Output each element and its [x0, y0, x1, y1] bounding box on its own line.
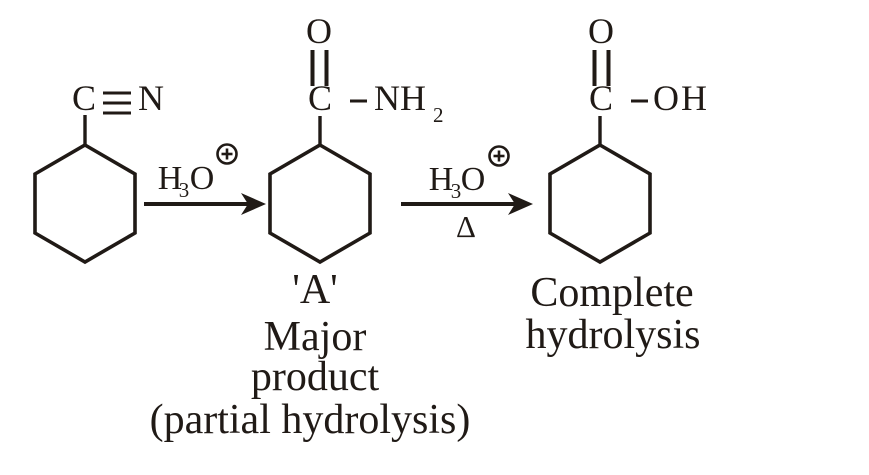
reagent-h: H — [158, 160, 183, 197]
caption-hydrolysis: hydrolysis — [525, 312, 700, 358]
carbonyl-o-label: O — [306, 11, 332, 51]
double-bond — [592, 50, 611, 86]
charge-circle — [488, 145, 510, 167]
caption-partial-hydrolysis: (partial hydrolysis) — [150, 397, 471, 443]
reagent-h: H — [429, 161, 454, 198]
atom-label-c: C — [589, 78, 613, 118]
cyclohexane-ring — [548, 142, 652, 265]
amide-subscript-2: 2 — [433, 103, 444, 127]
reaction-arrow-2: H 3 O Δ — [401, 145, 533, 244]
reagent-o: O — [190, 160, 215, 197]
arrow-head — [508, 193, 533, 215]
reaction-arrow-1: H 3 O — [144, 143, 266, 215]
caption-complete: Complete — [530, 270, 693, 316]
product-a-tag: 'A' — [292, 267, 337, 313]
structure-cyclohexanecarboxamide: O C NH 2 'A' Major product (partial hydr… — [150, 11, 471, 443]
structure-cyclohexanecarbonitrile: C N — [33, 78, 164, 265]
arrow-head — [241, 193, 266, 215]
circled-plus-icon — [488, 145, 510, 167]
atom-label-c: C — [308, 78, 332, 118]
structure-cyclohexanecarboxylic-acid: O C OH Complete hydrolysis — [525, 11, 709, 358]
reagent-subscript-3: 3 — [451, 179, 462, 203]
amide-nh-label: NH — [374, 78, 426, 118]
circled-plus-icon — [216, 143, 238, 165]
carbonyl-o-label: O — [588, 11, 614, 51]
caption-major: Major — [264, 314, 367, 360]
hydroxyl-oh-label: OH — [653, 78, 709, 118]
reagent-o: O — [461, 161, 486, 198]
cyclohexane-ring — [268, 142, 372, 265]
double-bond — [310, 50, 329, 86]
atom-label-c: C — [72, 78, 96, 118]
charge-circle — [216, 143, 238, 165]
triple-bond — [103, 91, 131, 115]
atom-label-n: N — [138, 78, 164, 118]
cyclohexane-ring — [33, 142, 137, 265]
delta-heat-label: Δ — [456, 209, 476, 244]
caption-product: product — [251, 354, 380, 400]
reagent-subscript-3: 3 — [179, 178, 190, 202]
